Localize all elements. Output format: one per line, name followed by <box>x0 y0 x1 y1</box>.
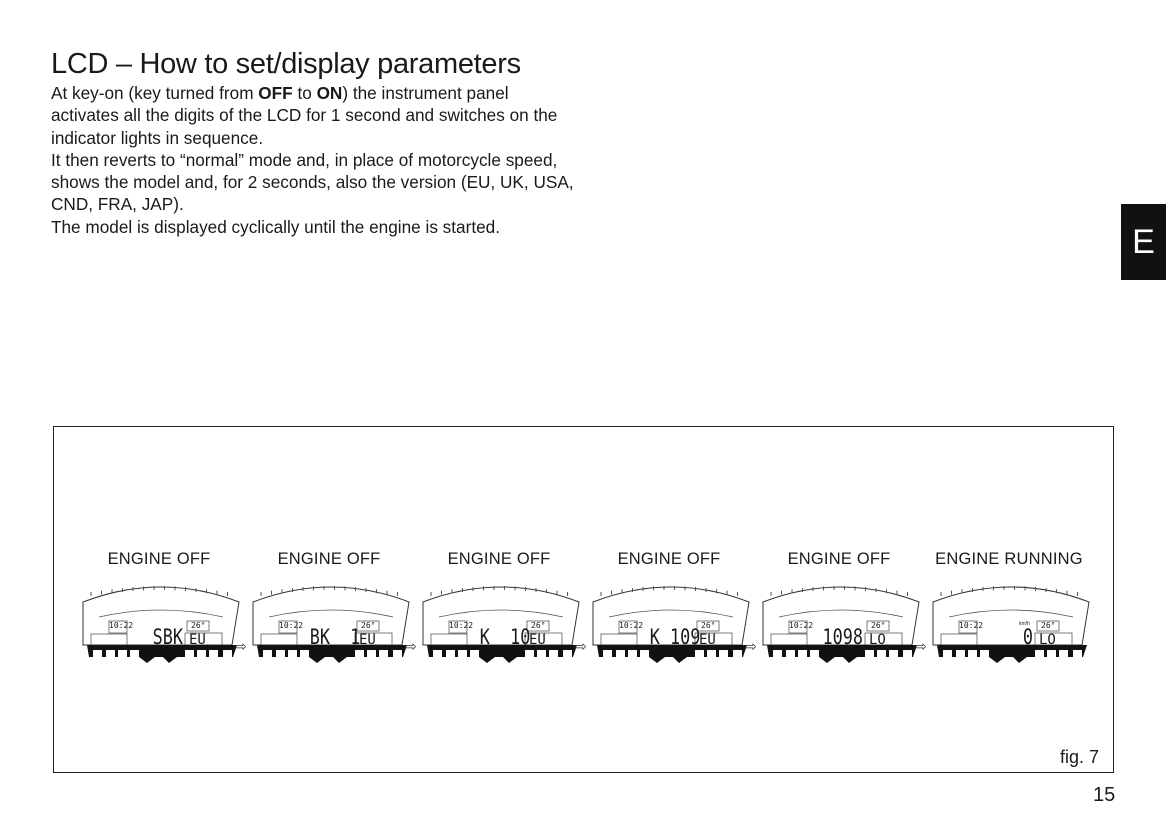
page-number: 15 <box>1093 784 1116 806</box>
panel-state-label: ENGINE OFF <box>617 550 721 568</box>
lcd-temperature: 26° <box>701 621 716 630</box>
lcd-main-display: SBK <box>152 625 183 649</box>
figure-caption: fig. 7 <box>1060 747 1100 767</box>
lcd-temperature: 26° <box>871 621 886 630</box>
lcd-right-display: EU <box>529 632 546 648</box>
lcd-right-display: LO <box>869 632 886 648</box>
lcd-dashboard: 10:22 26° K 10 EU <box>417 577 585 663</box>
lcd-temperature: 26° <box>361 621 376 630</box>
panel-state-label: ENGINE OFF <box>447 550 551 568</box>
panel-state-label: ENGINE RUNNING <box>935 550 1083 568</box>
lcd-dashboard: 10:22 26° K 109 EU <box>587 577 755 663</box>
panel-state-label: ENGINE OFF <box>787 550 891 568</box>
lcd-temperature: 26° <box>531 621 546 630</box>
lcd-clock: 10:22 <box>959 621 984 630</box>
lcd-main-display: K 109 <box>649 625 701 649</box>
page-title: LCD – How to set/display parameters <box>51 48 521 80</box>
panel-state-label: ENGINE OFF <box>107 550 211 568</box>
lcd-dashboard: 10:22 26° SBK EU <box>77 577 245 663</box>
lcd-clock: 10:22 <box>109 621 134 630</box>
lcd-dashboard: 10:22 26° 1098 LO <box>757 577 925 663</box>
paragraph-2: It then reverts to “normal” mode and, in… <box>51 149 574 215</box>
body-text: At key-on (key turned from OFF to ON) th… <box>51 82 581 238</box>
lcd-clock: 10:22 <box>789 621 814 630</box>
section-tab: E <box>1121 204 1166 280</box>
lcd-dashboard: 10:22 26° 0 km/h LO <box>927 577 1095 663</box>
lcd-clock: 10:22 <box>619 621 644 630</box>
lcd-main-display: K 10 <box>479 625 531 649</box>
figure-frame <box>53 426 1114 773</box>
lcd-dashboard: 10:22 26° BK 1 EU <box>247 577 415 663</box>
sequence-arrow-icon: ⇨ <box>915 638 927 654</box>
lcd-right-display: EU <box>359 632 376 648</box>
lcd-temperature: 26° <box>1041 621 1056 630</box>
lcd-right-display: LO <box>1039 632 1056 648</box>
lcd-clock: 10:22 <box>449 621 474 630</box>
lcd-temperature: 26° <box>191 621 206 630</box>
lcd-main-display: 1098 <box>822 625 863 649</box>
lcd-main-display: BK 1 <box>309 625 361 649</box>
sequence-arrow-icon: ⇨ <box>405 638 417 654</box>
lcd-unit: km/h <box>1019 621 1030 627</box>
lcd-right-display: EU <box>189 632 206 648</box>
lcd-main-display: 0 <box>1022 625 1033 649</box>
paragraph-1: At key-on (key turned from OFF to ON) th… <box>51 83 558 148</box>
sequence-arrow-icon: ⇨ <box>235 638 247 654</box>
sequence-arrow-icon: ⇨ <box>745 638 757 654</box>
paragraph-3: The model is displayed cyclically until … <box>51 216 501 237</box>
panel-state-label: ENGINE OFF <box>277 550 381 568</box>
sequence-arrow-icon: ⇨ <box>575 638 587 654</box>
lcd-clock: 10:22 <box>279 621 304 630</box>
lcd-right-display: EU <box>699 632 716 648</box>
